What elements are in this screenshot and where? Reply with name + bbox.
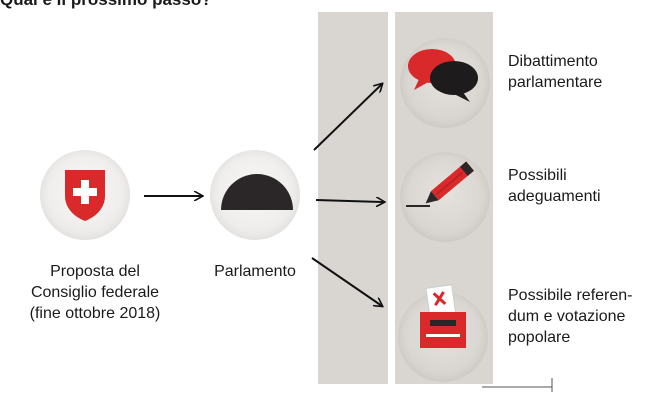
proposal-label: Proposta del Consiglio federale (fine ot… bbox=[5, 261, 185, 324]
pencil-icon bbox=[406, 161, 474, 207]
adjustments-circle bbox=[400, 152, 490, 242]
debate-label-line: Dibattimento bbox=[508, 53, 598, 70]
adjustments-label-line: Possibili bbox=[508, 167, 567, 184]
arrow-to-referendum bbox=[311, 257, 382, 306]
page-title: Qual è il prossimo passo? bbox=[0, 0, 212, 10]
parliament-dome-icon bbox=[221, 174, 293, 210]
ballot-box-icon bbox=[420, 284, 466, 348]
adjustments-label: Possibili adeguamenti bbox=[508, 165, 601, 207]
arrow-to-debate bbox=[313, 84, 382, 151]
referendum-label: Possibile referen- dum e votazione popol… bbox=[508, 285, 633, 348]
referendum-label-line: dum e votazione bbox=[508, 308, 626, 325]
proposal-label-line: Proposta del bbox=[50, 263, 140, 280]
referendum-label-line: popolare bbox=[508, 329, 571, 346]
proposal-label-line: Consiglio federale bbox=[30, 284, 160, 301]
swiss-shield-icon bbox=[65, 170, 105, 221]
parliament-label: Parlamento bbox=[214, 263, 296, 280]
arrow-to-adjustments bbox=[315, 200, 384, 202]
proposal-label-line: (fine ottobre 2018) bbox=[29, 305, 161, 322]
adjustments-label-line: adeguamenti bbox=[508, 188, 601, 205]
debate-label-line: parlamentare bbox=[508, 74, 603, 91]
speech-bubbles-icon bbox=[408, 49, 478, 102]
referendum-label-line: Possibile referen- bbox=[508, 287, 633, 304]
debate-label: Dibattimento parlamentare bbox=[508, 51, 602, 93]
